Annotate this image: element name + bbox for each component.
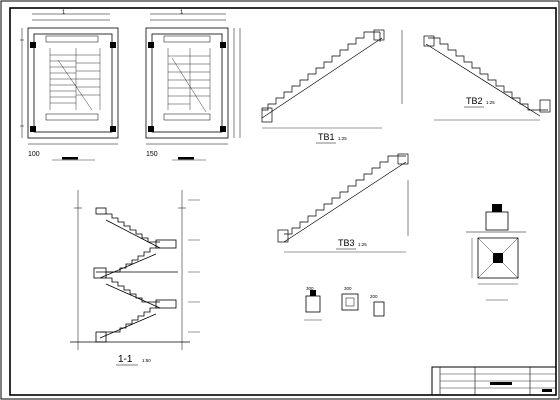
- stair-tb3: TB3 1:25: [277, 153, 409, 253]
- stair-tb2: TB2 1:25: [423, 35, 551, 121]
- section-1-1: 1-1 1:50: [70, 190, 200, 366]
- plan-a-dimension: 100: [28, 151, 40, 158]
- plan-b-dimension: 150: [146, 151, 158, 158]
- tb3-title: TB3: [338, 238, 355, 248]
- detail-dim-c: 200: [370, 294, 378, 299]
- svg-text:1: 1: [180, 10, 184, 16]
- plan-b-caption: [178, 157, 194, 160]
- detail-dim-b: 300: [344, 286, 352, 291]
- svg-text:1: 1: [62, 10, 66, 16]
- tb2-title: TB2: [466, 96, 483, 106]
- tb1-title: TB1: [318, 132, 335, 142]
- stair-plan-a: 1: [20, 10, 119, 161]
- tb2-scale: 1:25: [486, 100, 495, 105]
- plan-a-caption: [62, 157, 78, 160]
- section-title: 1-1: [118, 354, 133, 365]
- stair-plan-b: 1 150: [145, 10, 241, 161]
- inner-frame: [9, 7, 557, 396]
- stair-tb1: TB1 1:25: [261, 29, 403, 144]
- tb3-scale: 1:25: [358, 242, 367, 247]
- title-block: [431, 366, 557, 396]
- section-scale: 1:50: [142, 358, 151, 363]
- footing-detail: [466, 204, 526, 301]
- detail-sections: 300 300 200: [304, 286, 385, 321]
- detail-dim-a: 300: [306, 286, 314, 291]
- tb1-scale: 1:25: [338, 136, 347, 141]
